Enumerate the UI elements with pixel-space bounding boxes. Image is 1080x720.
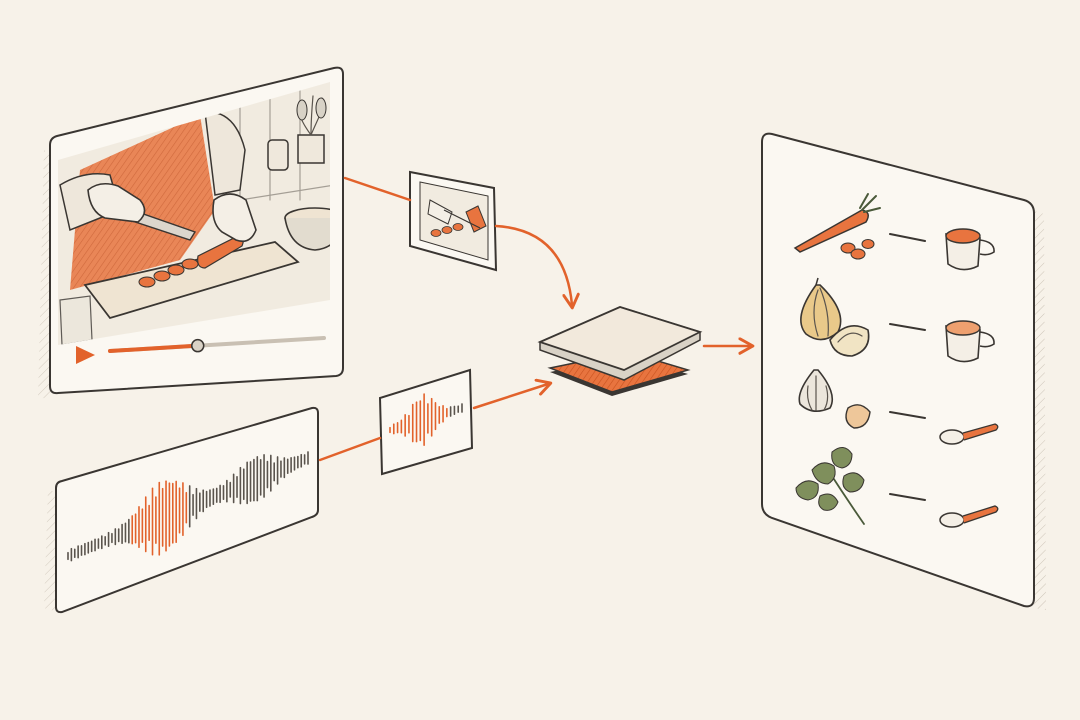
measuring-spoon-icon (939, 423, 999, 445)
carrot-icon (793, 193, 881, 260)
play-icon[interactable] (76, 346, 95, 364)
progress-fill (108, 343, 200, 353)
measuring-cup-icon (945, 320, 995, 363)
video-panel (38, 66, 344, 400)
arrow-frame-to-fusion (494, 224, 580, 310)
plant-icon (296, 95, 327, 164)
recipe-row (798, 369, 999, 445)
row-connector (889, 233, 926, 242)
recipe-panel (761, 132, 1046, 610)
measuring-spoon-icon (939, 505, 999, 528)
audio-clip-thumbnail (378, 368, 474, 476)
parsley-icon (795, 447, 865, 525)
progress-scrubber[interactable] (190, 338, 205, 353)
arrow-clip-to-fusion (472, 378, 553, 410)
video-frame-thumbnail (409, 170, 498, 272)
arrow-video-to-frame (343, 176, 412, 202)
right-hand (212, 193, 257, 243)
left-hand (87, 182, 146, 223)
onion-icon (800, 277, 870, 357)
flow-arrows (318, 176, 755, 462)
carrot-slices (138, 235, 244, 288)
stacked-layers-icon (537, 306, 703, 396)
audio-waveform (67, 451, 309, 562)
row-connector (889, 323, 926, 331)
recipe-row (800, 277, 995, 363)
arrow-audio-to-clip (318, 436, 382, 462)
recipe-row (795, 447, 999, 528)
row-connector (889, 493, 926, 501)
audio-clip-waveform (389, 393, 463, 446)
audio-panel (44, 406, 319, 614)
garlic-icon (798, 369, 871, 429)
measuring-cup-icon (945, 228, 995, 271)
recipe-row (793, 193, 995, 271)
row-connector (889, 411, 926, 419)
